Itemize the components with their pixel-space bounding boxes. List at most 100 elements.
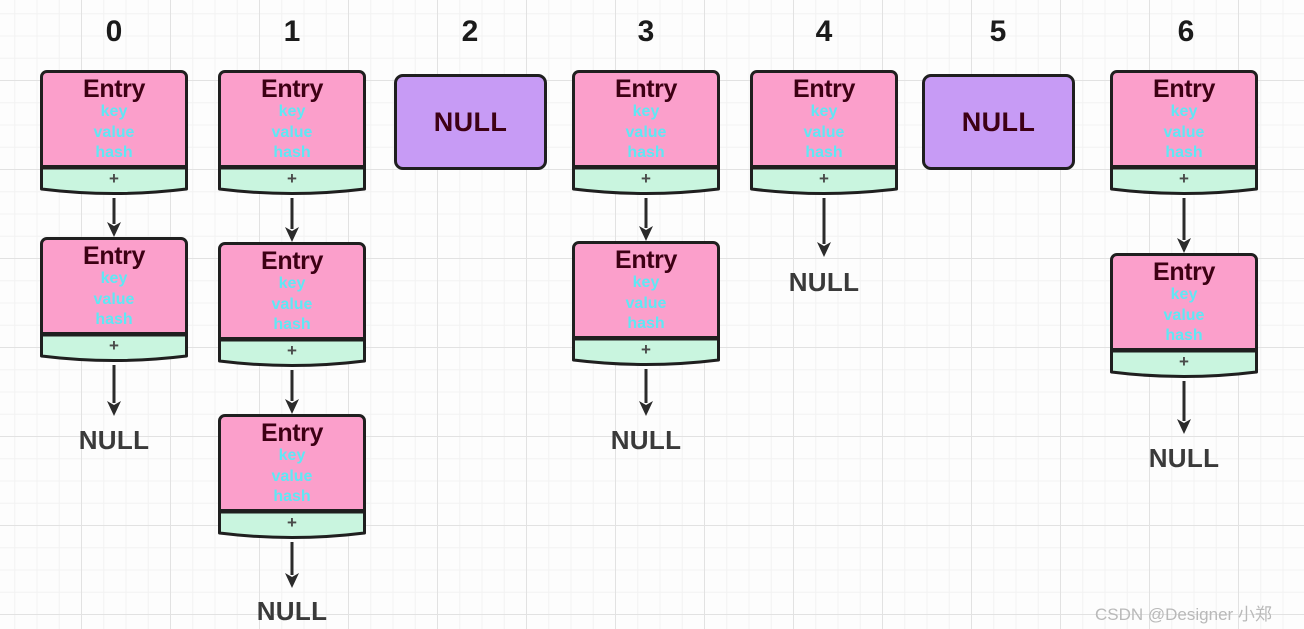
chain-terminator-null: NULL — [78, 425, 150, 455]
next-pointer-arrow — [639, 198, 653, 241]
bucket-index-label-6: 6 — [1177, 15, 1195, 48]
entry-field-key: key — [278, 447, 306, 465]
entry-fields: key value hash — [575, 102, 717, 163]
entry-field-key: key — [1170, 286, 1198, 304]
entry-next-pointer: + — [287, 169, 297, 188]
entry-field-key: key — [100, 270, 128, 288]
entry-next-slab: + — [218, 167, 366, 197]
bucket-index-label-0: 0 — [105, 15, 123, 48]
entry-field-hash: hash — [627, 315, 665, 333]
entry-next-slab: + — [218, 511, 366, 541]
entry-fields: key value hash — [1113, 102, 1255, 163]
entry-next-slab-shape — [750, 167, 898, 195]
entry-next-pointer: + — [641, 340, 651, 359]
entry-field-hash: hash — [1165, 144, 1203, 162]
entry-next-slab-shape — [572, 338, 720, 366]
entry-next-slab-shape — [40, 334, 188, 362]
entry-title: Entry — [261, 247, 323, 275]
bucket-index-label-1: 1 — [283, 15, 301, 48]
next-pointer-arrow — [817, 198, 831, 257]
entry-field-hash: hash — [95, 144, 133, 162]
entry-field-value: value — [625, 123, 667, 141]
chain-terminator-null: NULL — [1148, 443, 1220, 473]
entry-next-pointer: + — [1179, 352, 1189, 371]
entry-next-slab: + — [1110, 167, 1258, 197]
entry-field-key: key — [1170, 103, 1198, 121]
entry-title: Entry — [261, 419, 323, 447]
bucket-index-label-3: 3 — [637, 15, 655, 48]
entry-next-slab-shape — [1110, 167, 1258, 195]
entry-next-pointer: + — [287, 513, 297, 532]
entry-field-hash: hash — [273, 316, 311, 334]
entry-title: Entry — [1153, 258, 1215, 286]
next-pointer-arrow — [285, 198, 299, 242]
entry-field-hash: hash — [805, 144, 843, 162]
entry-field-value: value — [1163, 306, 1205, 324]
entry-title: Entry — [615, 246, 677, 274]
entry-next-slab: + — [218, 339, 366, 369]
entry-field-key: key — [632, 103, 660, 121]
chain-terminator-null: NULL — [788, 267, 860, 297]
entry-next-pointer: + — [819, 169, 829, 188]
entry-field-key: key — [278, 275, 306, 293]
entry-next-pointer: + — [1179, 169, 1189, 188]
entry-fields: key value hash — [221, 274, 363, 335]
entry-field-value: value — [93, 290, 135, 308]
entry-fields: key value hash — [43, 102, 185, 163]
entry-field-hash: hash — [273, 488, 311, 506]
entry-field-key: key — [278, 103, 306, 121]
entry-field-value: value — [1163, 123, 1205, 141]
entry-next-slab-shape — [218, 511, 366, 539]
chain-terminator-null: NULL — [610, 425, 682, 455]
entry-title: Entry — [615, 75, 677, 103]
entry-next-slab-shape — [572, 167, 720, 195]
next-pointer-arrow — [639, 369, 653, 416]
entry-field-hash: hash — [273, 144, 311, 162]
next-pointer-arrow — [285, 542, 299, 588]
bucket-index-label-2: 2 — [461, 15, 479, 48]
entry-field-value: value — [93, 123, 135, 141]
entry-field-key: key — [810, 103, 838, 121]
null-bucket-box: NULL — [394, 74, 547, 170]
entry-field-value: value — [625, 294, 667, 312]
entry-next-slab: + — [40, 167, 188, 197]
entry-field-hash: hash — [627, 144, 665, 162]
entry-next-pointer: + — [287, 341, 297, 360]
chain-terminator-null: NULL — [256, 596, 328, 626]
entry-field-value: value — [271, 295, 313, 313]
next-pointer-arrow — [107, 198, 121, 237]
entry-next-slab-shape — [40, 167, 188, 195]
null-bucket-box: NULL — [922, 74, 1075, 170]
watermark-label: CSDN @Designer 小郑 — [1095, 605, 1272, 624]
bucket-index-label-5: 5 — [989, 15, 1007, 48]
entry-next-slab: + — [572, 167, 720, 197]
entry-field-hash: hash — [95, 311, 133, 329]
entry-next-pointer: + — [109, 169, 119, 188]
entry-field-hash: hash — [1165, 327, 1203, 345]
entry-title: Entry — [1153, 75, 1215, 103]
entry-next-pointer: + — [641, 169, 651, 188]
entry-title: Entry — [261, 75, 323, 103]
entry-next-slab-shape — [218, 339, 366, 367]
entry-field-key: key — [100, 103, 128, 121]
